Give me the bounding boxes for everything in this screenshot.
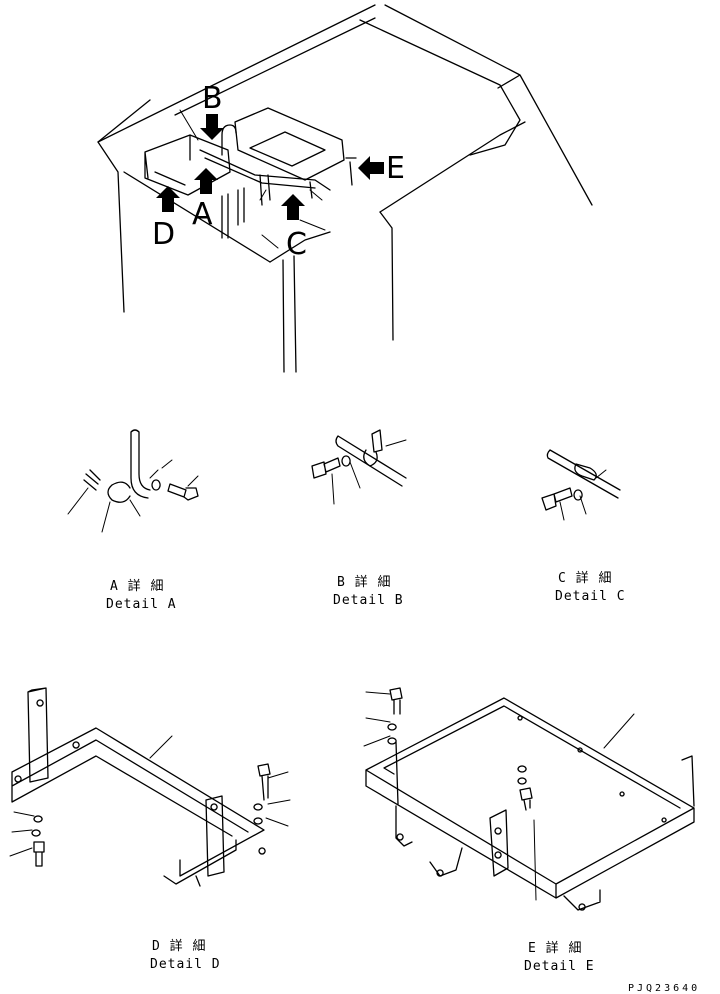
- detail-a-drawing: [67, 429, 199, 533]
- detail-b-caption-en: Detail B: [333, 593, 404, 608]
- detail-e-caption-en: Detail E: [524, 959, 595, 974]
- detail-e-caption-jp: E 詳 細: [528, 940, 582, 956]
- detail-d-caption-en: Detail D: [150, 957, 221, 972]
- detail-e-brackets: [395, 755, 695, 911]
- arrow-b-icon: [200, 114, 224, 140]
- arrow-a-icon: [194, 168, 218, 194]
- callout-d: D: [152, 217, 175, 252]
- detail-e-tray: [365, 697, 695, 899]
- drawing-code: PJQ23640: [628, 983, 700, 994]
- detail-d-bracket: [11, 687, 265, 887]
- detail-a-leaders: [67, 459, 199, 533]
- detail-c-leaders: [559, 469, 607, 521]
- detail-a-bolt: [167, 483, 199, 501]
- detail-a-caption-en: Detail A: [106, 597, 177, 612]
- main-assembly-view: B A D C E: [97, 4, 593, 373]
- detail-e-bolt-mid: [517, 765, 533, 811]
- cab-roof-inner: [174, 17, 521, 156]
- detail-e-leaders: [363, 691, 635, 901]
- arrow-c-icon: [281, 194, 305, 220]
- detail-b-bolt: [311, 457, 341, 479]
- detail-d-bolt-left: [31, 815, 45, 867]
- detail-c-drawing: [541, 449, 621, 521]
- arrow-e-icon: [358, 156, 384, 180]
- cab-roof-outline: [97, 4, 593, 206]
- detail-c-washer: [573, 489, 583, 501]
- detail-d-caption-jp: D 詳 細: [152, 938, 206, 954]
- detail-a-washer: [151, 479, 161, 491]
- detail-b-clamp: [363, 429, 383, 467]
- detail-e-drawing: [363, 687, 695, 911]
- detail-d-holes: [14, 699, 266, 855]
- detail-e-holes: [396, 715, 667, 911]
- callout-c: C: [286, 227, 307, 262]
- tray-left: [144, 134, 231, 196]
- detail-b-caption-jp: B 詳 細: [337, 574, 391, 590]
- detail-c-caption-en: Detail C: [555, 589, 626, 604]
- detail-c-bolt: [541, 487, 573, 511]
- detail-c-pipe: [546, 449, 621, 499]
- detail-d-post: [205, 795, 225, 877]
- window-edge: [379, 121, 526, 213]
- detail-a-pipe: [130, 429, 151, 499]
- detail-c-clamp: [574, 463, 597, 481]
- pipe-routing: [199, 124, 357, 239]
- main-leaders: [179, 109, 326, 249]
- callout-a: A: [192, 197, 213, 232]
- detail-d-bolt-right: [253, 763, 271, 825]
- detail-b-leaders: [331, 439, 407, 505]
- arrow-d-icon: [156, 186, 180, 212]
- detail-e-bolt-top: [387, 687, 403, 805]
- callout-b: B: [202, 81, 223, 116]
- detail-a-caption-jp: A 詳 細: [110, 578, 164, 594]
- detail-c-caption-jp: C 詳 細: [558, 570, 612, 586]
- tray-right: [234, 107, 345, 181]
- detail-b-drawing: [311, 429, 407, 505]
- detail-d-drawing: [9, 687, 291, 887]
- detail-d-leaders: [9, 735, 291, 857]
- front-pillar: [269, 211, 394, 373]
- detail-a-clamp: [83, 469, 131, 503]
- callout-e: E: [386, 151, 405, 186]
- detail-b-washer: [341, 455, 351, 467]
- cab-frame-line: [97, 99, 271, 313]
